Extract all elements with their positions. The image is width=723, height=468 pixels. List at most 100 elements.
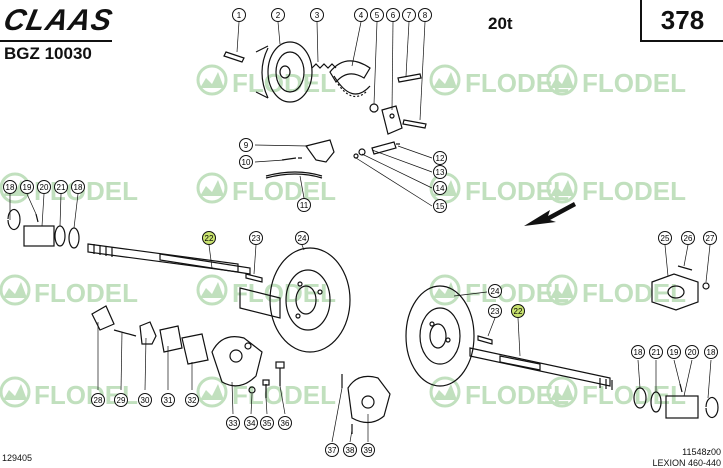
watermark-icon: [546, 64, 578, 96]
claas-logo: CLAAS: [0, 4, 116, 37]
part-brake-disc-24b: [405, 285, 475, 387]
part-linkage-12-15: [353, 141, 400, 159]
part-pin-1: [223, 51, 245, 63]
callout-label: 22: [205, 234, 214, 243]
watermark-text: FLODEL: [465, 68, 569, 98]
callout-18: 18: [704, 345, 718, 359]
callout-11: 11: [297, 198, 311, 212]
callout-label: 20: [688, 348, 697, 357]
callout-label: 18: [707, 348, 716, 357]
callout-label: 35: [263, 419, 272, 428]
callout-32: 32: [185, 393, 199, 407]
callout-label: 21: [57, 183, 66, 192]
callout-label: 27: [706, 234, 715, 243]
callout-19: 19: [667, 345, 681, 359]
callout-label: 2: [276, 11, 281, 20]
callout-label: 32: [188, 396, 197, 405]
part-pin-29: [113, 329, 137, 337]
callout-label: 4: [359, 11, 364, 20]
callout-label: 30: [141, 396, 150, 405]
watermark-text: FLODEL: [582, 278, 686, 308]
watermark-text: FLODEL: [582, 68, 686, 98]
callout-label: 39: [364, 446, 373, 455]
callout-2: 2: [271, 8, 285, 22]
watermark-icon: [429, 376, 461, 408]
callout-37: 37: [325, 443, 339, 457]
part-caliper-33: [211, 336, 263, 387]
callout-label: 36: [281, 419, 290, 428]
watermark-icon: [546, 376, 578, 408]
callout-label: 3: [315, 11, 320, 20]
callout-4: 4: [354, 8, 368, 22]
watermark-icon: [0, 376, 31, 408]
watermark-icon: [196, 376, 228, 408]
callout-3: 3: [310, 8, 324, 22]
part-brake-drum-2: [255, 41, 313, 103]
callout-33: 33: [226, 416, 240, 430]
part-clip-30: [139, 321, 157, 345]
callout-label: 38: [346, 446, 355, 455]
callout-7: 7: [402, 8, 416, 22]
callout-12: 12: [433, 151, 447, 165]
part-bolt-35: [262, 379, 270, 398]
part-bearing-right: [633, 383, 719, 419]
part-bearing-left: [7, 208, 80, 249]
callout-36: 36: [278, 416, 292, 430]
callout-label: 18: [74, 183, 83, 192]
callout-label: 18: [634, 348, 643, 357]
callout-27: 27: [703, 231, 717, 245]
callout-20: 20: [37, 180, 51, 194]
parts-layer: [7, 41, 719, 434]
part-housing-25: [651, 273, 699, 311]
part-bolt-7: [397, 73, 422, 83]
callout-5: 5: [370, 8, 384, 22]
part-pad-31: [159, 325, 183, 353]
part-bracket-9: [304, 139, 335, 163]
callout-18: 18: [631, 345, 645, 359]
callout-14: 14: [433, 181, 447, 195]
watermark-text: FLODEL: [34, 176, 138, 206]
callout-19: 19: [20, 180, 34, 194]
callout-label: 19: [670, 348, 679, 357]
callout-39: 39: [361, 443, 375, 457]
footer-series: LEXION 460-440: [652, 458, 721, 468]
header-divider: [0, 40, 112, 42]
part-brake-disc-24: [269, 247, 351, 353]
watermark-icon: [0, 274, 31, 306]
part-pad-32: [181, 333, 209, 365]
callout-label: 7: [407, 11, 412, 20]
callout-label: 33: [229, 419, 238, 428]
callout-label: 25: [661, 234, 670, 243]
callout-label: 23: [252, 234, 261, 243]
callout-21: 21: [649, 345, 663, 359]
watermark-text: FLODEL: [582, 176, 686, 206]
callout-18: 18: [3, 180, 17, 194]
callout-20: 20: [685, 345, 699, 359]
watermark-icon: [196, 64, 228, 96]
watermark-icon: [196, 274, 228, 306]
callout-6: 6: [386, 8, 400, 22]
watermark-text: FLODEL: [232, 278, 336, 308]
callout-18: 18: [71, 180, 85, 194]
callout-30: 30: [138, 393, 152, 407]
watermark-text: FLODEL: [465, 176, 569, 206]
watermark-icon: [429, 274, 461, 306]
watermark-text: FLODEL: [232, 380, 336, 410]
watermark-text: FLODEL: [232, 68, 336, 98]
watermark-text: FLODEL: [465, 380, 569, 410]
callout-label: 26: [684, 234, 693, 243]
part-nut-27: [702, 282, 710, 290]
callout-26: 26: [681, 231, 695, 245]
leader-lines: [9, 21, 712, 443]
callout-label: 28: [94, 396, 103, 405]
watermark-text: FLODEL: [232, 176, 336, 206]
callout-28: 28: [91, 393, 105, 407]
callout-label: 18: [6, 183, 15, 192]
callout-22: 22: [202, 231, 216, 245]
direction-arrow: [524, 202, 576, 226]
callout-8: 8: [418, 8, 432, 22]
part-spring-3: [311, 63, 337, 69]
callout-label: 22: [514, 307, 523, 316]
